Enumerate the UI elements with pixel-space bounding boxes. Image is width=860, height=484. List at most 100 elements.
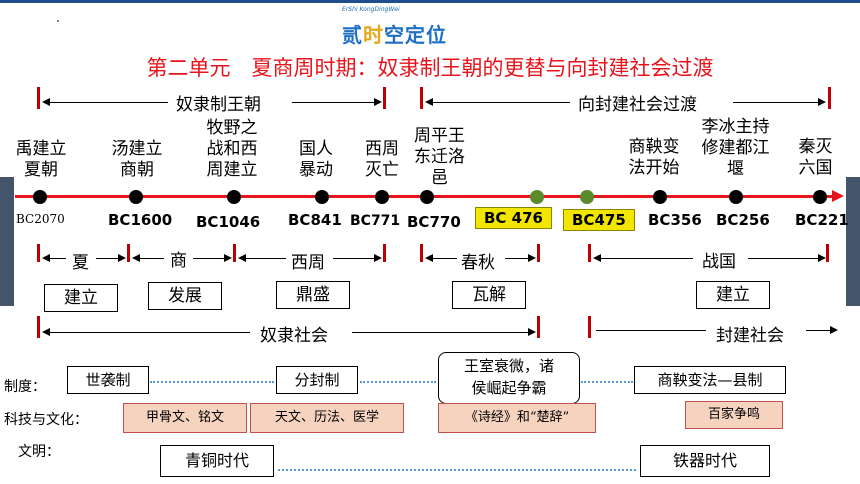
phase-shang-development: 发展 [148,282,222,310]
system-hereditary: 世袭制 [67,366,149,394]
culture-poetry: 《诗经》和“楚辞” [438,403,596,433]
period-transition-label: 向封建社会过渡 [578,95,697,115]
period-right-end-marker [828,87,831,109]
timeline-dot-bc1046 [227,190,241,204]
period-right-start-marker [420,87,423,109]
system-connector-1 [150,381,274,383]
row-label-culture: 科技与文化： [4,412,88,428]
event-shang-founding: 汤建立商朝 [111,139,163,180]
event-qin-unification: 秦灭六国 [798,137,833,178]
era-boundary-7 [588,244,591,262]
timeline-dot-bc771 [375,190,389,204]
event-shangyang-reform: 商鞅变法开始 [628,137,680,178]
year-bc356: BC356 [648,211,702,229]
era-boundary-8 [826,244,829,262]
year-bc476-highlight: BC 476 [475,207,552,229]
timeline-dot-bc256 [729,190,743,204]
year-bc770: BC770 [407,213,461,231]
era-chunqiu: 春秋 [461,253,495,273]
year-bc221: BC221 [795,211,849,229]
logo-text: 贰时空定位 [342,23,447,47]
timeline-dot-bc221 [813,190,827,204]
culture-science: 天文、历法、医学 [250,403,404,433]
society-feudal-line-a [596,330,706,331]
system-enfeoffment: 分封制 [276,366,358,394]
era-boundary-3 [233,244,236,262]
era-shang-arrow-left [132,254,140,262]
society-feudal-line-b [806,330,830,331]
timeline-dot-bc2070 [33,190,47,204]
period-right-arrow-head [425,98,433,106]
era-zhanguo-arrow-left [593,254,601,262]
period-right-arrow-head-right [818,98,826,106]
timeline-dot-bc476 [530,190,544,204]
civ-bronze-age: 青铜时代 [160,445,274,477]
period-left-arrow-line-a [48,102,168,103]
event-xia-founding: 禹建立夏朝 [15,139,67,180]
era-xia-arrow-left [42,254,50,262]
era-zhanguo-arrow-right [818,254,826,262]
era-shang-arrow-right [224,254,232,262]
society-boundary-1 [37,316,40,338]
decor-dot [57,20,59,22]
era-shang-line-b [193,258,225,259]
year-bc841: BC841 [288,211,342,229]
event-muye-battle: 牧野之战和西周建立 [206,118,258,180]
era-boundary-4 [383,244,386,262]
era-xizhou: 西周 [291,253,325,273]
system-connector-3 [581,381,633,383]
civ-iron-age: 铁器时代 [640,445,770,477]
row-label-system: 制度： [4,379,46,395]
period-slave-dynasty-label: 奴隶制王朝 [176,95,261,115]
society-boundary-3 [588,316,591,338]
period-left-start-marker [37,87,40,109]
period-right-arrow-line-b [733,102,818,103]
year-bc1046: BC1046 [196,213,261,231]
society-feudal-arrow-right [830,326,838,334]
top-accent-bar [0,0,860,3]
period-left-arrow-head [42,98,50,106]
era-boundary-6 [537,244,540,262]
system-royal-decline: 王室衰微，诸侯崛起争霸 [438,352,580,404]
era-xizhou-line-b [333,258,375,259]
society-slave-line-a [50,332,250,333]
era-xia: 夏 [72,253,89,273]
phase-xizhou-peak: 鼎盛 [276,281,350,309]
era-boundary-1 [37,244,40,262]
timeline-dot-bc356 [653,190,667,204]
page-title: 第二单元 夏商周时期：奴隶制王朝的更替与向封建社会过渡 [146,56,714,80]
era-shang-line-a [140,258,164,259]
period-right-arrow-line-a [432,102,570,103]
year-bc475-highlight: BC475 [563,209,635,231]
year-bc771: BC771 [350,213,401,229]
timeline-arrow-head [832,190,844,202]
period-left-arrow-head-right [374,98,382,106]
culture-hundred-schools: 百家争鸣 [685,401,783,429]
system-connector-2 [360,381,436,383]
timeline-dot-bc841 [315,190,329,204]
era-chunqiu-line-a [433,258,457,259]
society-slave-line-b [352,332,528,333]
event-guoren-riot: 国人暴动 [299,139,333,180]
era-xia-line-a [50,258,66,259]
era-xizhou-line-a [246,258,286,259]
event-move-east: 周平王东迁洛邑 [414,126,465,188]
left-side-bar [0,177,14,306]
era-chunqiu-arrow-left [425,254,433,262]
timeline-dot-bc770 [420,190,434,204]
era-chunqiu-line-b [505,258,529,259]
brand-logo: ErShi KongDingWei 贰时空定位 [340,6,470,47]
society-slave: 奴隶社会 [260,326,328,346]
year-bc256: BC256 [716,211,770,229]
culture-oracle-bone: 甲骨文、铭文 [123,403,247,433]
era-zhanguo-line-a [601,258,693,259]
period-left-end-marker [383,87,386,109]
society-feudal: 封建社会 [716,326,784,346]
phase-xia-founding: 建立 [44,284,118,312]
era-xizhou-arrow-left [238,254,246,262]
society-slave-arrow-right [528,328,536,336]
era-xia-arrow-right [118,254,126,262]
era-xizhou-arrow-right [374,254,382,262]
year-bc1600: BC1600 [108,211,173,229]
right-side-bar [846,177,860,306]
